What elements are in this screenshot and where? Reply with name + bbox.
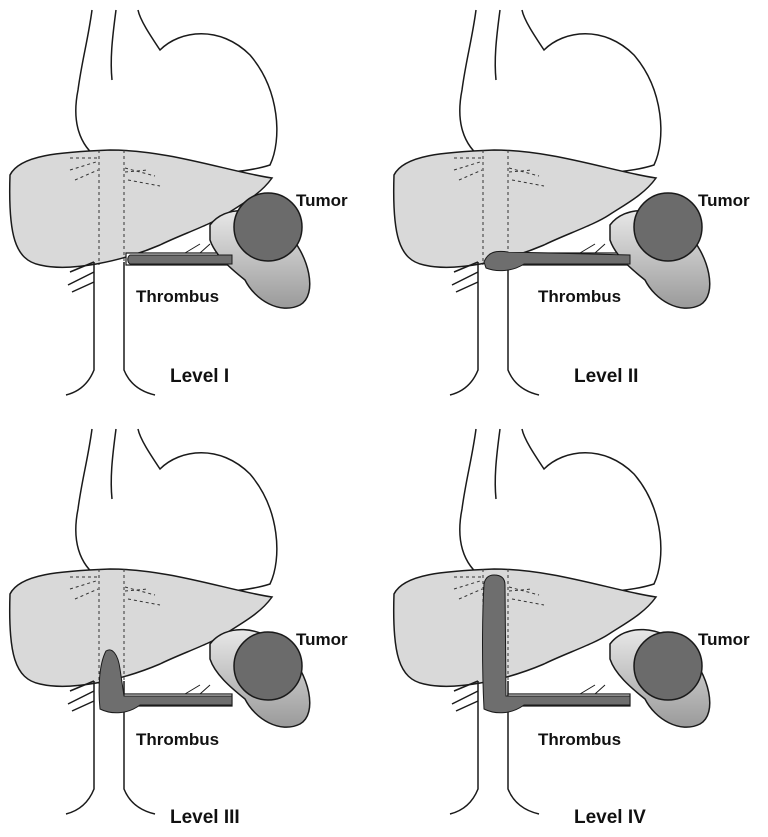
panel-level-2: Tumor Thrombus Level II: [384, 0, 768, 418]
renal-vein-tributaries: [580, 244, 605, 253]
renal-vein-tributaries: [185, 244, 210, 253]
panel-level-3: Tumor Thrombus Level III: [0, 419, 384, 837]
tumor-shape: [234, 632, 302, 700]
ivc-aorta: [450, 262, 539, 395]
level-label: Level III: [170, 807, 240, 828]
thrombus-shape: [484, 251, 630, 270]
heart-outline: [76, 10, 277, 173]
heart-outline: [76, 429, 277, 592]
renal-vein-tributaries: [185, 685, 210, 694]
panel-level-1: Tumor Thrombus Level I: [0, 0, 384, 418]
thrombus-label: Thrombus: [538, 287, 621, 306]
thrombus-label: Thrombus: [136, 730, 219, 749]
tumor-label: Tumor: [698, 630, 750, 649]
thrombus-shape: [128, 255, 232, 264]
heart-outline: [460, 429, 661, 592]
thrombus-label: Thrombus: [538, 730, 621, 749]
renal-vein-tributaries: [580, 685, 605, 694]
tumor-shape: [234, 193, 302, 261]
level-label: Level II: [574, 366, 638, 387]
ivc-aorta: [66, 262, 155, 395]
tumor-label: Tumor: [296, 191, 348, 210]
level-label: Level IV: [574, 807, 646, 828]
heart-outline: [460, 10, 661, 173]
panel-level-4: Tumor Thrombus Level IV: [384, 419, 768, 837]
tumor-label: Tumor: [698, 191, 750, 210]
tumor-shape: [634, 632, 702, 700]
tumor-label: Tumor: [296, 630, 348, 649]
level-label: Level I: [170, 366, 229, 387]
thrombus-label: Thrombus: [136, 287, 219, 306]
tumor-shape: [634, 193, 702, 261]
